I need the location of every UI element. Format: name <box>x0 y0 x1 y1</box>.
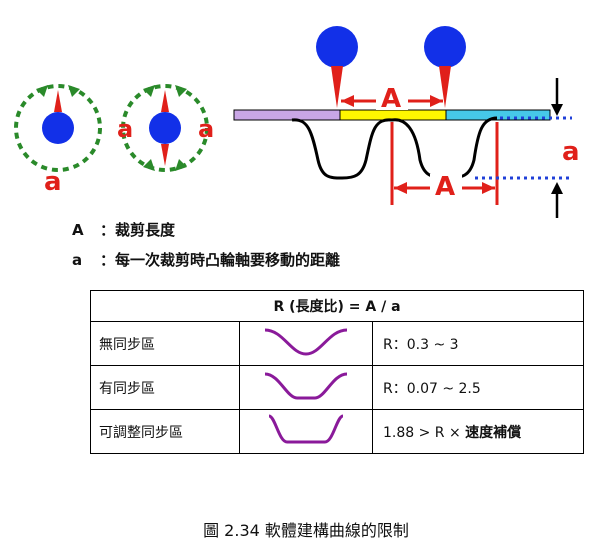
label-a-left: a <box>44 167 62 197</box>
length-A-bottom-arrow: A <box>394 172 495 202</box>
label-a-mid-left: a <box>117 115 133 143</box>
length-A-top-arrow: A <box>341 84 443 114</box>
knife-1 <box>316 26 358 108</box>
bar-cyan <box>445 109 551 121</box>
legend-a-symbol: a <box>72 251 83 269</box>
cutter-diagram: a a a A A <box>14 26 580 218</box>
label-A-top: A <box>381 84 401 114</box>
legend-a-text: ：每一次裁剪時凸輪軸要移動的距離 <box>100 251 341 269</box>
ratio-table: R (長度比) = A / a 無同步區 R：0.3 ~ 3 有同步區 R：0.… <box>90 290 584 454</box>
row-label: 無同步區 <box>90 321 240 366</box>
row-label: 可調整同步區 <box>90 409 240 454</box>
legend-a: a ：每一次裁剪時凸輪軸要移動的距離 <box>72 249 340 270</box>
rotary-cutter-double: a a <box>117 84 214 172</box>
knife-2 <box>424 26 466 108</box>
legend-A-symbol: A <box>72 221 84 239</box>
row-label: 有同步區 <box>90 365 240 410</box>
row-value-bold: 速度補償 <box>465 424 522 441</box>
curve-adjustable-sync-icon <box>268 414 344 443</box>
table-header: R (長度比) = A / a <box>90 290 584 322</box>
cam-curve <box>291 116 498 180</box>
curve-cell <box>239 409 373 454</box>
table-row: 有同步區 R：0.07 ~ 2.5 <box>90 365 584 410</box>
label-a-mid-right: a <box>198 115 214 143</box>
curve-no-sync-icon <box>264 328 348 356</box>
row-value-prefix: 1.88 > R × <box>383 424 466 441</box>
row-value: R：0.3 ~ 3 <box>372 321 584 366</box>
legend-A: A ：裁剪長度 <box>72 219 175 240</box>
curve-cell <box>239 365 373 410</box>
label-A-bottom: A <box>435 172 455 202</box>
bar-purple <box>233 109 341 121</box>
curve-sync-icon <box>264 372 348 399</box>
row-value: R：0.07 ~ 2.5 <box>372 365 584 410</box>
table-row: 無同步區 R：0.3 ~ 3 <box>90 321 584 366</box>
figure-caption: 圖 2.34 軟體建構曲線的限制 <box>203 521 409 540</box>
curve-cell <box>239 321 373 366</box>
offset-arrows <box>551 78 563 218</box>
row-value: 1.88 > R × 速度補償 <box>372 409 584 454</box>
rotary-cutter-left: a <box>14 84 102 197</box>
legend-A-text: ：裁剪長度 <box>100 221 176 239</box>
label-a-right: a <box>562 137 580 167</box>
table-row: 可調整同步區 1.88 > R × 速度補償 <box>90 409 584 454</box>
